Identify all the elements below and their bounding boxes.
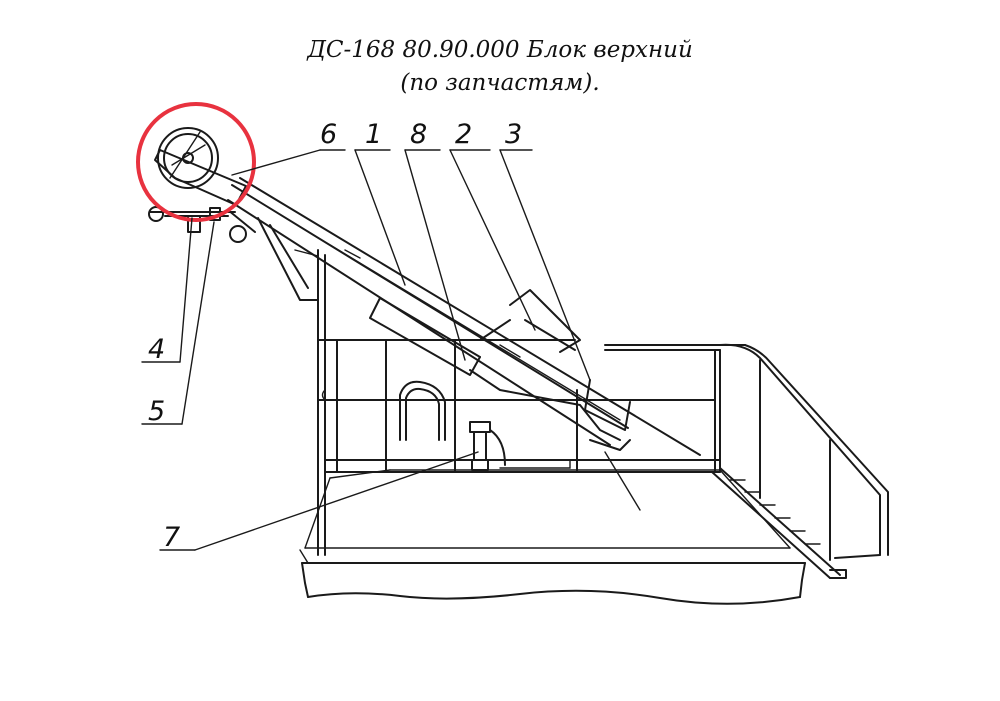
leader-lines [141, 149, 641, 551]
upper-pulley-block [154, 127, 247, 206]
drawing-title: ДС-168 80.90.000 Блок верхний [307, 37, 693, 63]
hydraulic-column [399, 380, 571, 471]
callout-7: 7 [163, 522, 180, 553]
drawing-subtitle: (по запчастям). [400, 70, 600, 96]
callout-8: 8 [410, 119, 427, 150]
callout-2: 2 [455, 119, 472, 150]
callout-5: 5 [148, 396, 165, 427]
platform-base [299, 469, 806, 605]
callout-3: 3 [505, 119, 522, 150]
staircase [711, 343, 889, 579]
conveyor-boom [227, 177, 701, 456]
callout-6: 6 [320, 119, 337, 150]
highlight-circle [136, 102, 256, 222]
callout-4: 4 [148, 334, 165, 365]
callout-1: 1 [365, 119, 382, 150]
deck-railing [317, 249, 746, 556]
